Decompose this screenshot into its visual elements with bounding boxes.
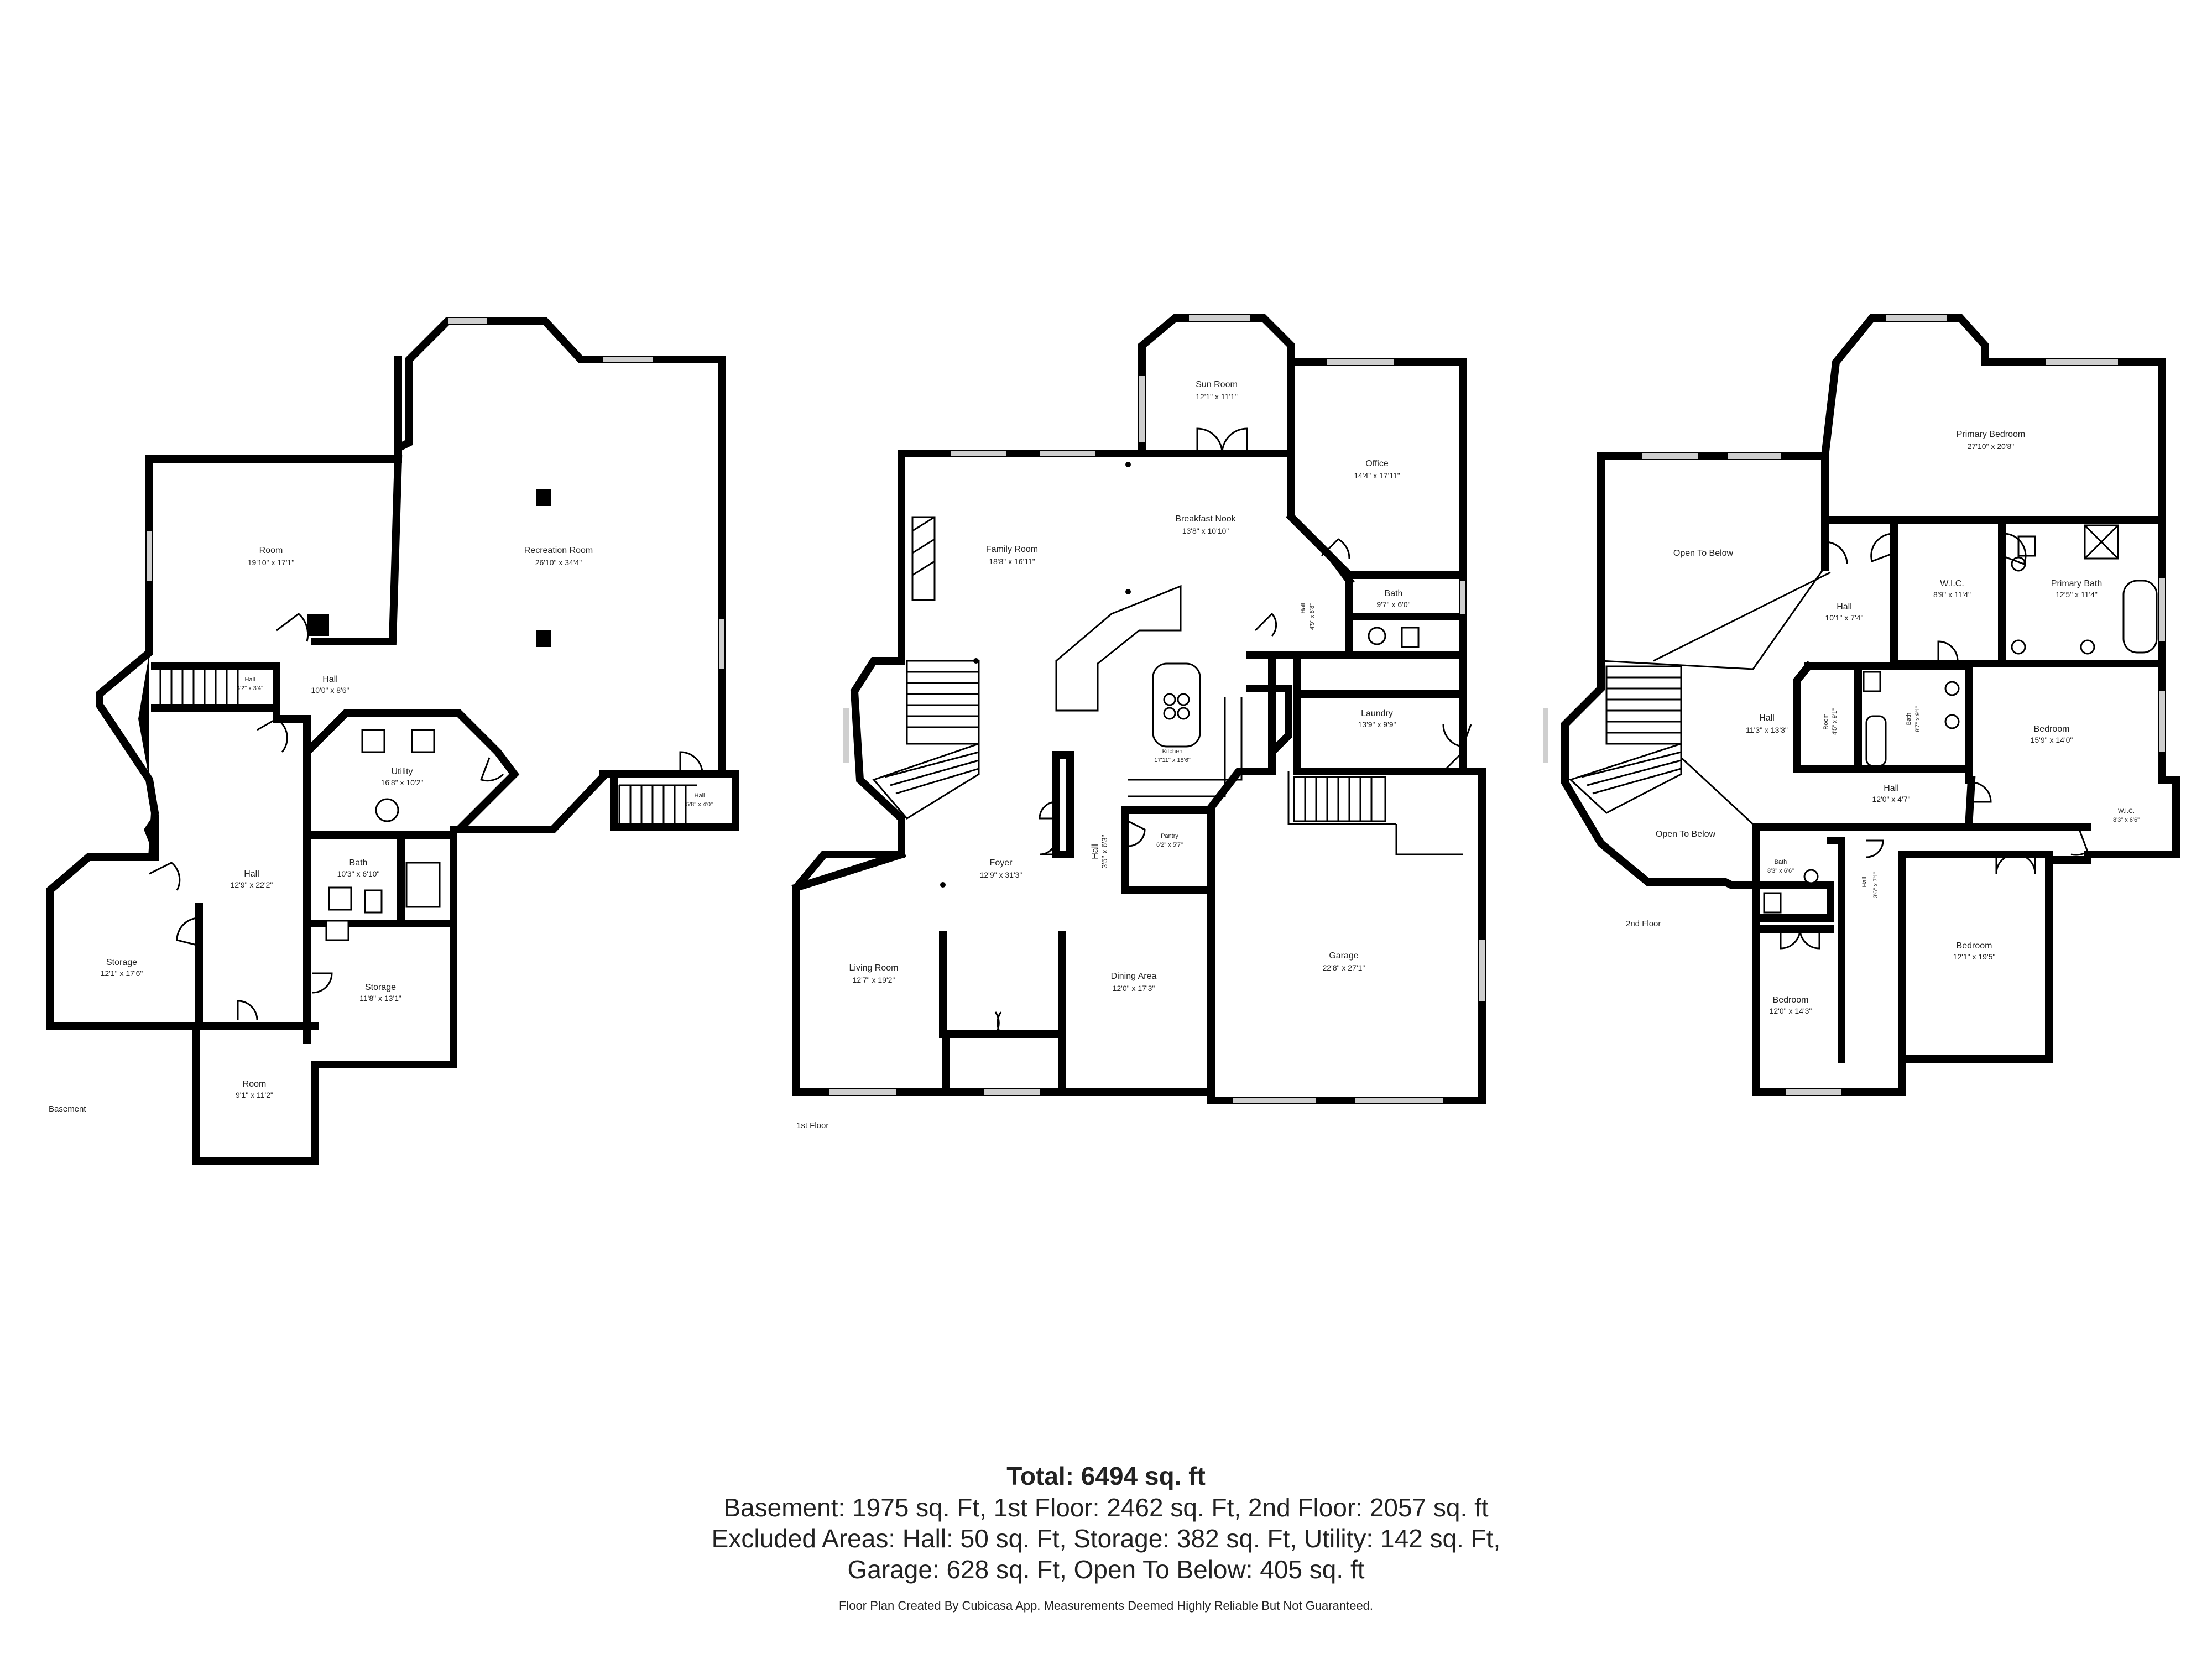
first-floor-hall-dim: 4'9" x 8'8" <box>1309 603 1316 630</box>
bedroom-bottom-left-name: Bedroom <box>1773 995 1809 1005</box>
bedroom-bottom-left-dim: 12'0" x 14'3" <box>1770 1006 1812 1015</box>
primary-bath-dim: 12'5" x 11'4" <box>2056 590 2098 599</box>
basement-hall-upper-dim: 10'0" x 8'6" <box>311 686 349 695</box>
bedroom-bottom-right-name: Bedroom <box>1957 941 1992 951</box>
first-floor-hall-small-dim: 3'5" x 6'3" <box>1100 834 1109 868</box>
sun-room-name: Sun Room <box>1196 380 1238 389</box>
kitchen-name: Kitchen <box>1162 748 1183 755</box>
garage-dim: 22'8" x 27'1" <box>1323 963 1365 972</box>
dining-area-name: Dining Area <box>1111 972 1157 981</box>
foyer-name: Foyer <box>990 858 1013 868</box>
living-room-name: Living Room <box>849 963 899 973</box>
dining-area-dim: 12'0" x 17'3" <box>1113 984 1155 993</box>
wic-top-name: W.I.C. <box>1940 579 1964 588</box>
breakfast-nook-dim: 13'8" x 10'10" <box>1182 526 1229 535</box>
first-floor-labels: Sun Room 12'1" x 11'1" Office 14'4" x 17… <box>796 380 1411 1130</box>
utility-dim: 16'8" x 10'2" <box>381 778 424 787</box>
basement-labels: Room 19'10" x 17'1" Recreation Room 26'1… <box>49 546 713 1114</box>
laundry-dim: 13'9" x 9'9" <box>1358 720 1396 729</box>
basement-hall-stair-dim: 5'8" x 4'0" <box>686 801 713 808</box>
total-area: Total: 6494 sq. ft <box>1006 1462 1206 1490</box>
basement-room-bottom-name: Room <box>243 1079 267 1089</box>
wic-bottom-dim: 8'3" x 6'6" <box>2113 817 2140 823</box>
second-floor-hall-narrow-name: Hall <box>1861 877 1868 888</box>
office-name: Office <box>1365 459 1389 468</box>
second-floor-bath-bottom-dim: 8'3" x 6'6" <box>1767 868 1794 874</box>
first-floor-bath-dim: 9'7" x 6'0" <box>1376 600 1410 609</box>
basement-hall-main-dim: 12'9" x 22'2" <box>231 880 273 889</box>
basement-bath-name: Bath <box>349 858 368 868</box>
second-floor-labels: Primary Bedroom 27'10" x 20'8" Open To B… <box>1626 430 2140 1015</box>
disclaimer: Floor Plan Created By Cubicasa App. Meas… <box>838 1599 1374 1613</box>
storage-right-dim: 11'8" x 13'1" <box>359 994 401 1003</box>
second-floor-bath-bottom-name: Bath <box>1775 859 1787 865</box>
first-floor-hall-small-name: Hall <box>1091 844 1100 859</box>
second-floor-plan <box>1543 314 2180 1096</box>
living-room-dim: 12'7" x 19'2" <box>853 975 895 984</box>
office-dim: 14'4" x 17'11" <box>1354 471 1400 480</box>
foyer-dim: 12'9" x 31'3" <box>980 870 1022 879</box>
basement-plan <box>46 317 739 1165</box>
storage-left-name: Storage <box>106 958 137 967</box>
second-floor-hall-lower-name: Hall <box>1884 784 1899 793</box>
open-to-below-top-name: Open To Below <box>1673 549 1734 558</box>
family-room-name: Family Room <box>986 545 1038 554</box>
kitchen-dim: 17'11" x 18'6" <box>1154 757 1191 764</box>
bedroom-right-dim: 15'9" x 14'0" <box>2031 735 2073 744</box>
family-room-dim: 18'8" x 16'11" <box>989 557 1035 566</box>
basement-outer-walls <box>46 317 726 1165</box>
bedroom-right-name: Bedroom <box>2034 724 2070 734</box>
basement-hall-upper-name: Hall <box>322 675 338 684</box>
basement-floor-label: Basement <box>49 1104 86 1114</box>
pantry-dim: 6'2" x 5'7" <box>1156 842 1183 848</box>
basement-hall-small-dim: 4'2" x 3'4" <box>237 685 263 692</box>
basement-hall-stair-name: Hall <box>695 792 705 799</box>
utility-name: Utility <box>391 767 413 776</box>
second-floor-hall-center-dim: 11'3" x 13'3" <box>1746 726 1788 734</box>
storage-left-dim: 12'1" x 17'6" <box>101 969 143 978</box>
second-floor-bath-center-name: Bath <box>1906 713 1912 726</box>
sun-room-dim: 12'1" x 11'1" <box>1196 392 1238 401</box>
second-floor-label: 2nd Floor <box>1626 919 1661 928</box>
wic-bottom-name: W.I.C. <box>2118 808 2135 815</box>
bedroom-bottom-right-dim: 12'1" x 19'5" <box>1953 952 1996 961</box>
excluded-areas-2: Garage: 628 sq. Ft, Open To Below: 405 s… <box>847 1555 1365 1584</box>
second-floor-room-small-dim: 4'5" x 9'1" <box>1832 708 1838 735</box>
second-floor-room-small-name: Room <box>1823 713 1829 729</box>
second-floor-outer-walls <box>1561 314 2180 1096</box>
basement-hall-main-name: Hall <box>244 869 259 879</box>
basement-bath-dim: 10'3" x 6'10" <box>337 869 380 878</box>
storage-right-name: Storage <box>365 983 396 992</box>
open-to-below-bottom-name: Open To Below <box>1656 830 1716 839</box>
second-floor-hall-center-name: Hall <box>1759 713 1775 723</box>
second-floor-hall-narrow-dim: 3'6" x 7'1" <box>1872 872 1879 898</box>
second-floor-hall-top-name: Hall <box>1837 602 1852 612</box>
primary-bath-name: Primary Bath <box>2051 579 2102 588</box>
basement-hall-small-name: Hall <box>245 676 255 683</box>
first-floor-plan <box>791 314 1486 1104</box>
second-floor-hall-top-dim: 10'1" x 7'4" <box>1825 613 1864 622</box>
first-floor-label: 1st Floor <box>796 1121 828 1130</box>
laundry-name: Laundry <box>1361 709 1393 718</box>
floor-areas: Basement: 1975 sq. Ft, 1st Floor: 2462 s… <box>723 1493 1489 1522</box>
first-floor-bath-name: Bath <box>1385 589 1403 598</box>
excluded-areas-1: Excluded Areas: Hall: 50 sq. Ft, Storage… <box>711 1524 1501 1553</box>
second-floor-hall-lower-dim: 12'0" x 4'7" <box>1872 795 1911 804</box>
recreation-room-dim: 26'10" x 34'4" <box>535 558 582 567</box>
primary-bedroom-name: Primary Bedroom <box>1957 430 2025 439</box>
basement-room-dim: 19'10" x 17'1" <box>248 558 295 567</box>
basement-room-bottom-dim: 9'1" x 11'2" <box>236 1091 273 1099</box>
recreation-room-name: Recreation Room <box>524 546 593 555</box>
area-summary: Total: 6494 sq. ft Basement: 1975 sq. Ft… <box>0 1460 2212 1617</box>
primary-bedroom-dim: 27'10" x 20'8" <box>1968 442 2015 451</box>
garage-name: Garage <box>1329 951 1358 961</box>
wic-top-dim: 8'9" x 11'4" <box>1933 590 1971 599</box>
pantry-name: Pantry <box>1161 833 1178 839</box>
first-floor-hall-name: Hall <box>1300 603 1307 614</box>
second-floor-bath-center-dim: 8'7" x 9'1" <box>1914 706 1921 732</box>
breakfast-nook-name: Breakfast Nook <box>1175 514 1236 524</box>
basement-room-name: Room <box>259 546 283 555</box>
